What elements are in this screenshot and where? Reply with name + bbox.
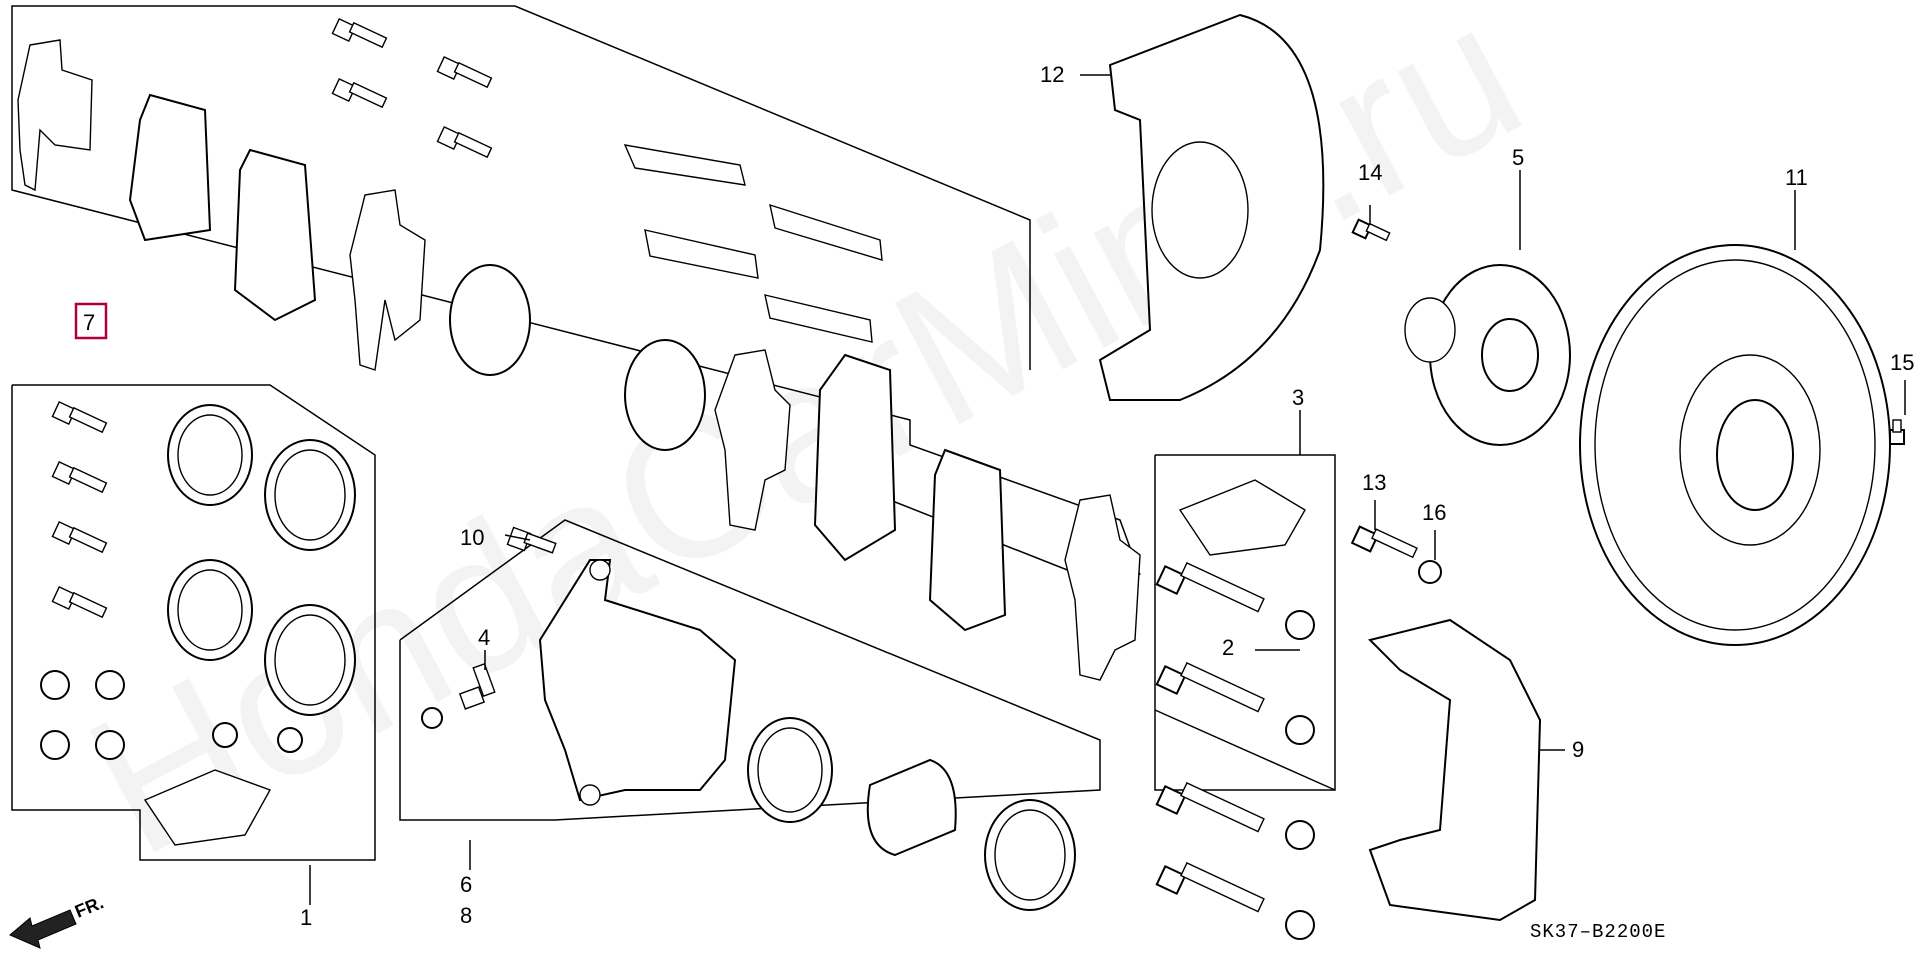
pad-shim-outer-center — [349, 189, 426, 371]
pad-shim-inner-right — [714, 349, 791, 531]
guide-pins — [1155, 561, 1265, 913]
caliper-bracket — [1368, 618, 1542, 922]
brake-pad-outer-left — [128, 93, 212, 242]
diagram-reference-code: SK37–B2200E — [1530, 921, 1666, 943]
bolt-set-upper — [331, 18, 493, 159]
front-arrow-icon — [9, 909, 77, 949]
front-direction-indicator: FR. — [9, 892, 106, 949]
pin-kit-divider — [1154, 709, 1336, 791]
callout-5: 5 — [1512, 145, 1524, 170]
callout-6: 6 — [460, 872, 472, 897]
callout-2: 2 — [1222, 635, 1234, 660]
callout-1: 1 — [300, 905, 312, 930]
brake-disc — [1579, 244, 1891, 646]
callout-7: 7 — [83, 310, 95, 335]
callout-9: 9 — [1572, 737, 1584, 762]
pin-boots — [40, 670, 303, 760]
callout-11: 11 — [1785, 165, 1808, 190]
pad-retainer-clip-3 — [769, 203, 883, 261]
callout-labels: 1 2 3 4 5 6 8 9 10 11 12 13 14 15 16 — [300, 62, 1914, 930]
banjo-bolt — [506, 526, 557, 554]
grease-packet-left — [143, 769, 272, 846]
guide-pin-boots — [1285, 610, 1315, 940]
caliper-piston — [866, 758, 957, 857]
callout-14: 14 — [1358, 160, 1382, 185]
callout-13: 13 — [1362, 470, 1386, 495]
wear-indicator-right — [624, 339, 706, 451]
pad-shim-outer-left — [17, 39, 93, 192]
leader-lines — [309, 74, 1906, 905]
grease-packet-right — [1178, 479, 1306, 556]
pad-retainer-clip-2 — [644, 229, 759, 279]
callout-10: 10 — [460, 525, 484, 550]
bracket-washer — [1418, 560, 1442, 584]
callout-16: 16 — [1422, 500, 1446, 525]
bleeder-screw — [458, 662, 496, 710]
pad-kit-boundary-lower — [11, 18, 1141, 576]
caliper-body-boundary — [399, 519, 1101, 821]
wear-indicator-left — [449, 264, 531, 376]
seal-kit-boundary — [11, 384, 376, 861]
caliper-body — [538, 559, 737, 802]
direction-label: FR. — [72, 892, 106, 921]
callout-7-highlighted[interactable]: 7 — [74, 302, 108, 340]
callout-4: 4 — [478, 625, 490, 650]
wheel-hub — [1404, 264, 1571, 446]
bleeder-cap — [421, 707, 443, 729]
caliper-bracket-bolt — [1350, 525, 1418, 559]
pad-retainer-clip-4 — [764, 294, 873, 343]
callout-8: 8 — [460, 903, 472, 928]
seal-kit-bolts — [51, 401, 108, 619]
callout-15: 15 — [1890, 350, 1914, 375]
brake-pad-outer-right — [813, 353, 897, 562]
hub-bolt — [1351, 218, 1391, 242]
pad-retainer-clip-1 — [623, 144, 746, 186]
disc-screw — [1889, 419, 1905, 445]
callout-12: 12 — [1040, 62, 1064, 87]
callout-3: 3 — [1292, 385, 1304, 410]
pad-shim-outer-right — [1064, 494, 1141, 681]
brake-pad-inner-left — [233, 148, 317, 322]
pad-kit-boundary-upper — [11, 5, 1031, 370]
brake-pad-inner-right — [928, 448, 1007, 632]
